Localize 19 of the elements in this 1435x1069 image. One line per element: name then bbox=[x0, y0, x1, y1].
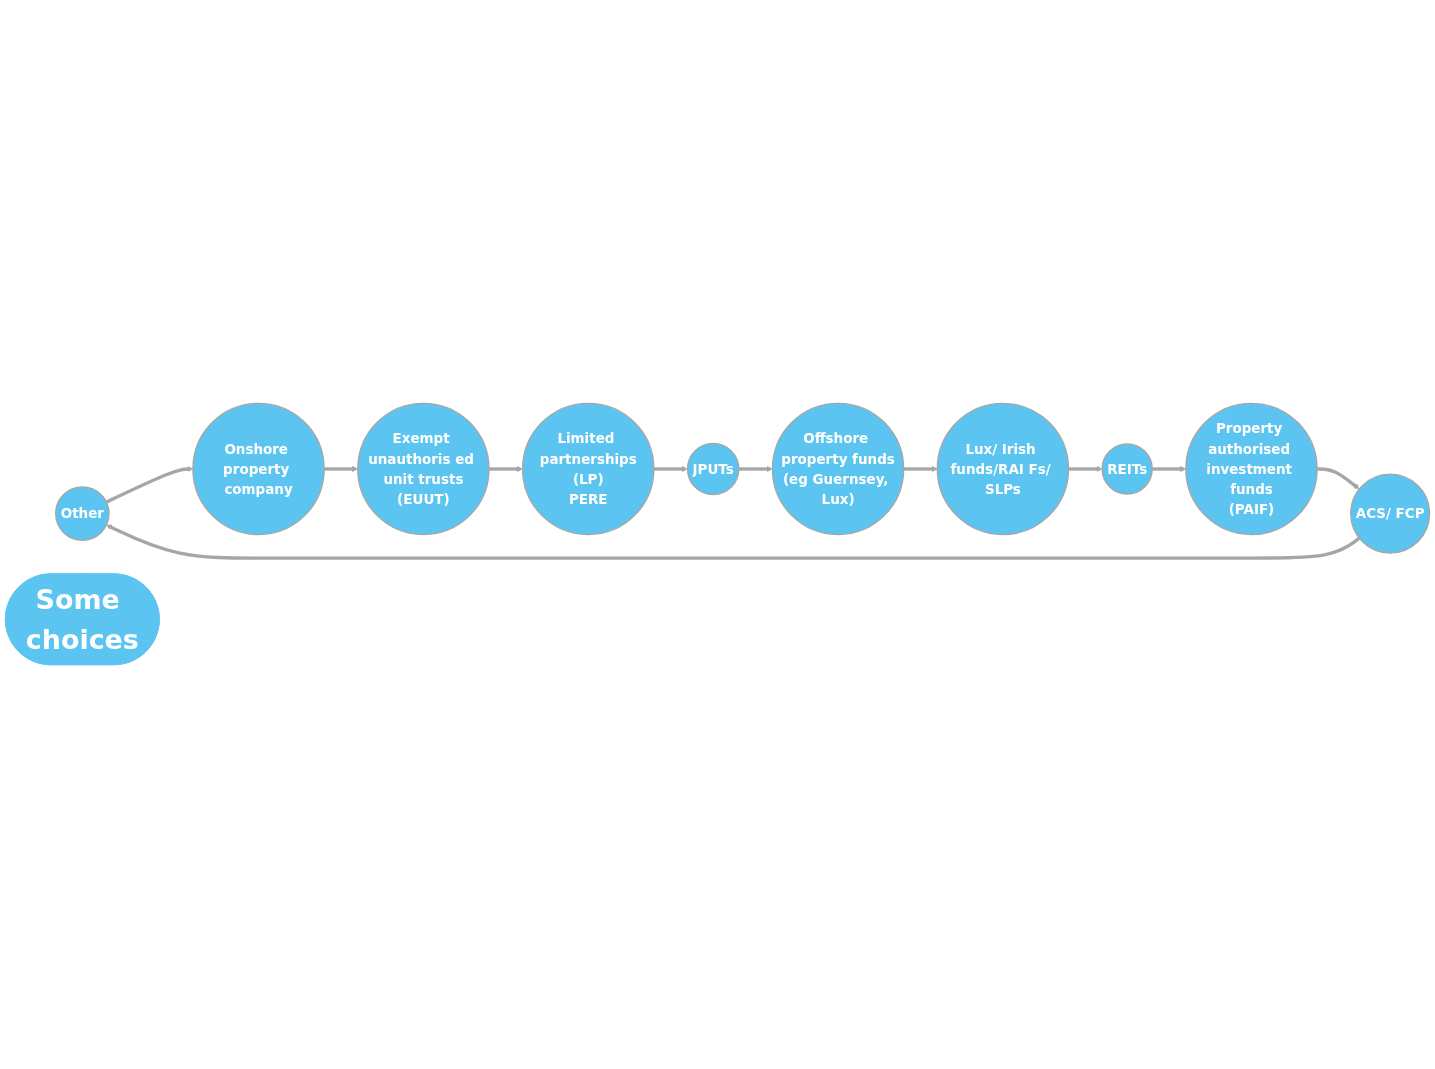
arrow bbox=[489, 466, 523, 473]
arrow bbox=[738, 466, 773, 473]
node-circle: Property authorised investment funds (PAIF) bbox=[1185, 403, 1318, 536]
arrow bbox=[903, 466, 938, 473]
node-circle: ACS/ FCP bbox=[1350, 473, 1431, 555]
node-circle: Limited partnerships (LP) PERE bbox=[521, 403, 655, 536]
node-circle: Exempt unauthoris ed unit trusts (EUUT) bbox=[357, 403, 490, 536]
arrow bbox=[106, 525, 1361, 561]
node-circle: Offshore property funds (eg Guernsey, Lux) bbox=[771, 403, 905, 536]
node-circle: JPUTs bbox=[686, 443, 740, 496]
node-circle: REITs bbox=[1101, 443, 1153, 496]
arrow bbox=[1068, 466, 1103, 473]
arrow bbox=[653, 466, 688, 473]
arrow bbox=[105, 466, 194, 505]
arrow bbox=[1152, 466, 1187, 473]
node-circle: Other bbox=[55, 486, 110, 542]
arrow bbox=[1317, 467, 1360, 490]
node-circle: Lux/ Irish funds/RAI Fs/ SLPs bbox=[936, 403, 1070, 536]
node-circle: Onshore property company bbox=[192, 403, 325, 536]
